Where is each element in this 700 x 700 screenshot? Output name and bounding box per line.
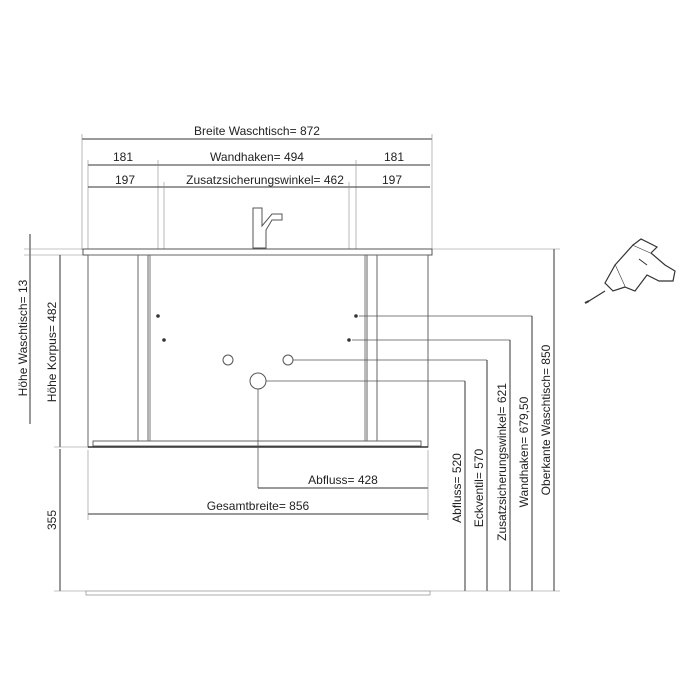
wandhaken-494-label: Wandhaken= 494 — [210, 150, 304, 164]
gesamtbreite-label: Gesamtbreite= 856 — [207, 499, 310, 513]
right-dimensions: Abfluss= 520 Eckventil= 570 Zusatzsicher… — [430, 248, 560, 592]
faucet-icon — [252, 207, 283, 249]
countertop — [82, 248, 433, 256]
breite-waschtisch-label: Breite Waschtisch= 872 — [194, 124, 320, 138]
abfluss-520-label: Abfluss= 520 — [450, 453, 464, 523]
bottom-dimensions: Abfluss= 428 Gesamtbreite= 856 — [87, 450, 429, 520]
hoehe-waschtisch-label: Höhe Waschtisch= 13 — [16, 279, 30, 396]
abfluss-428-label: Abfluss= 428 — [308, 473, 378, 487]
drain — [249, 372, 465, 488]
top-dimensions: Breite Waschtisch= 872 181 Wandhaken= 49… — [81, 124, 433, 340]
left-197-label: 197 — [115, 173, 135, 187]
wandhaken-679-label: Wandhaken= 679,50 — [517, 396, 531, 507]
right-197-label: 197 — [382, 173, 402, 187]
cordless-drill-icon — [584, 238, 676, 304]
left-181-label: 181 — [113, 150, 133, 164]
oberkante-850-label: Oberkante Waschtisch= 850 — [539, 344, 553, 495]
zusatz-462-label: Zusatzsicherungswinkel= 462 — [186, 173, 344, 187]
bottom-355-label: 355 — [45, 510, 59, 530]
left-dimensions: Höhe Waschtisch= 13 Höhe Korpus= 482 355 — [16, 234, 88, 592]
right-181-label: 181 — [384, 150, 404, 164]
hoehe-korpus-label: Höhe Korpus= 482 — [45, 301, 59, 402]
zusatz-621-label: Zusatzsicherungswinkel= 621 — [495, 383, 509, 541]
mounting-points — [156, 314, 532, 342]
angle-valves — [222, 354, 487, 366]
floor-line — [85, 590, 431, 596]
eckventil-570-label: Eckventil= 570 — [472, 448, 486, 527]
